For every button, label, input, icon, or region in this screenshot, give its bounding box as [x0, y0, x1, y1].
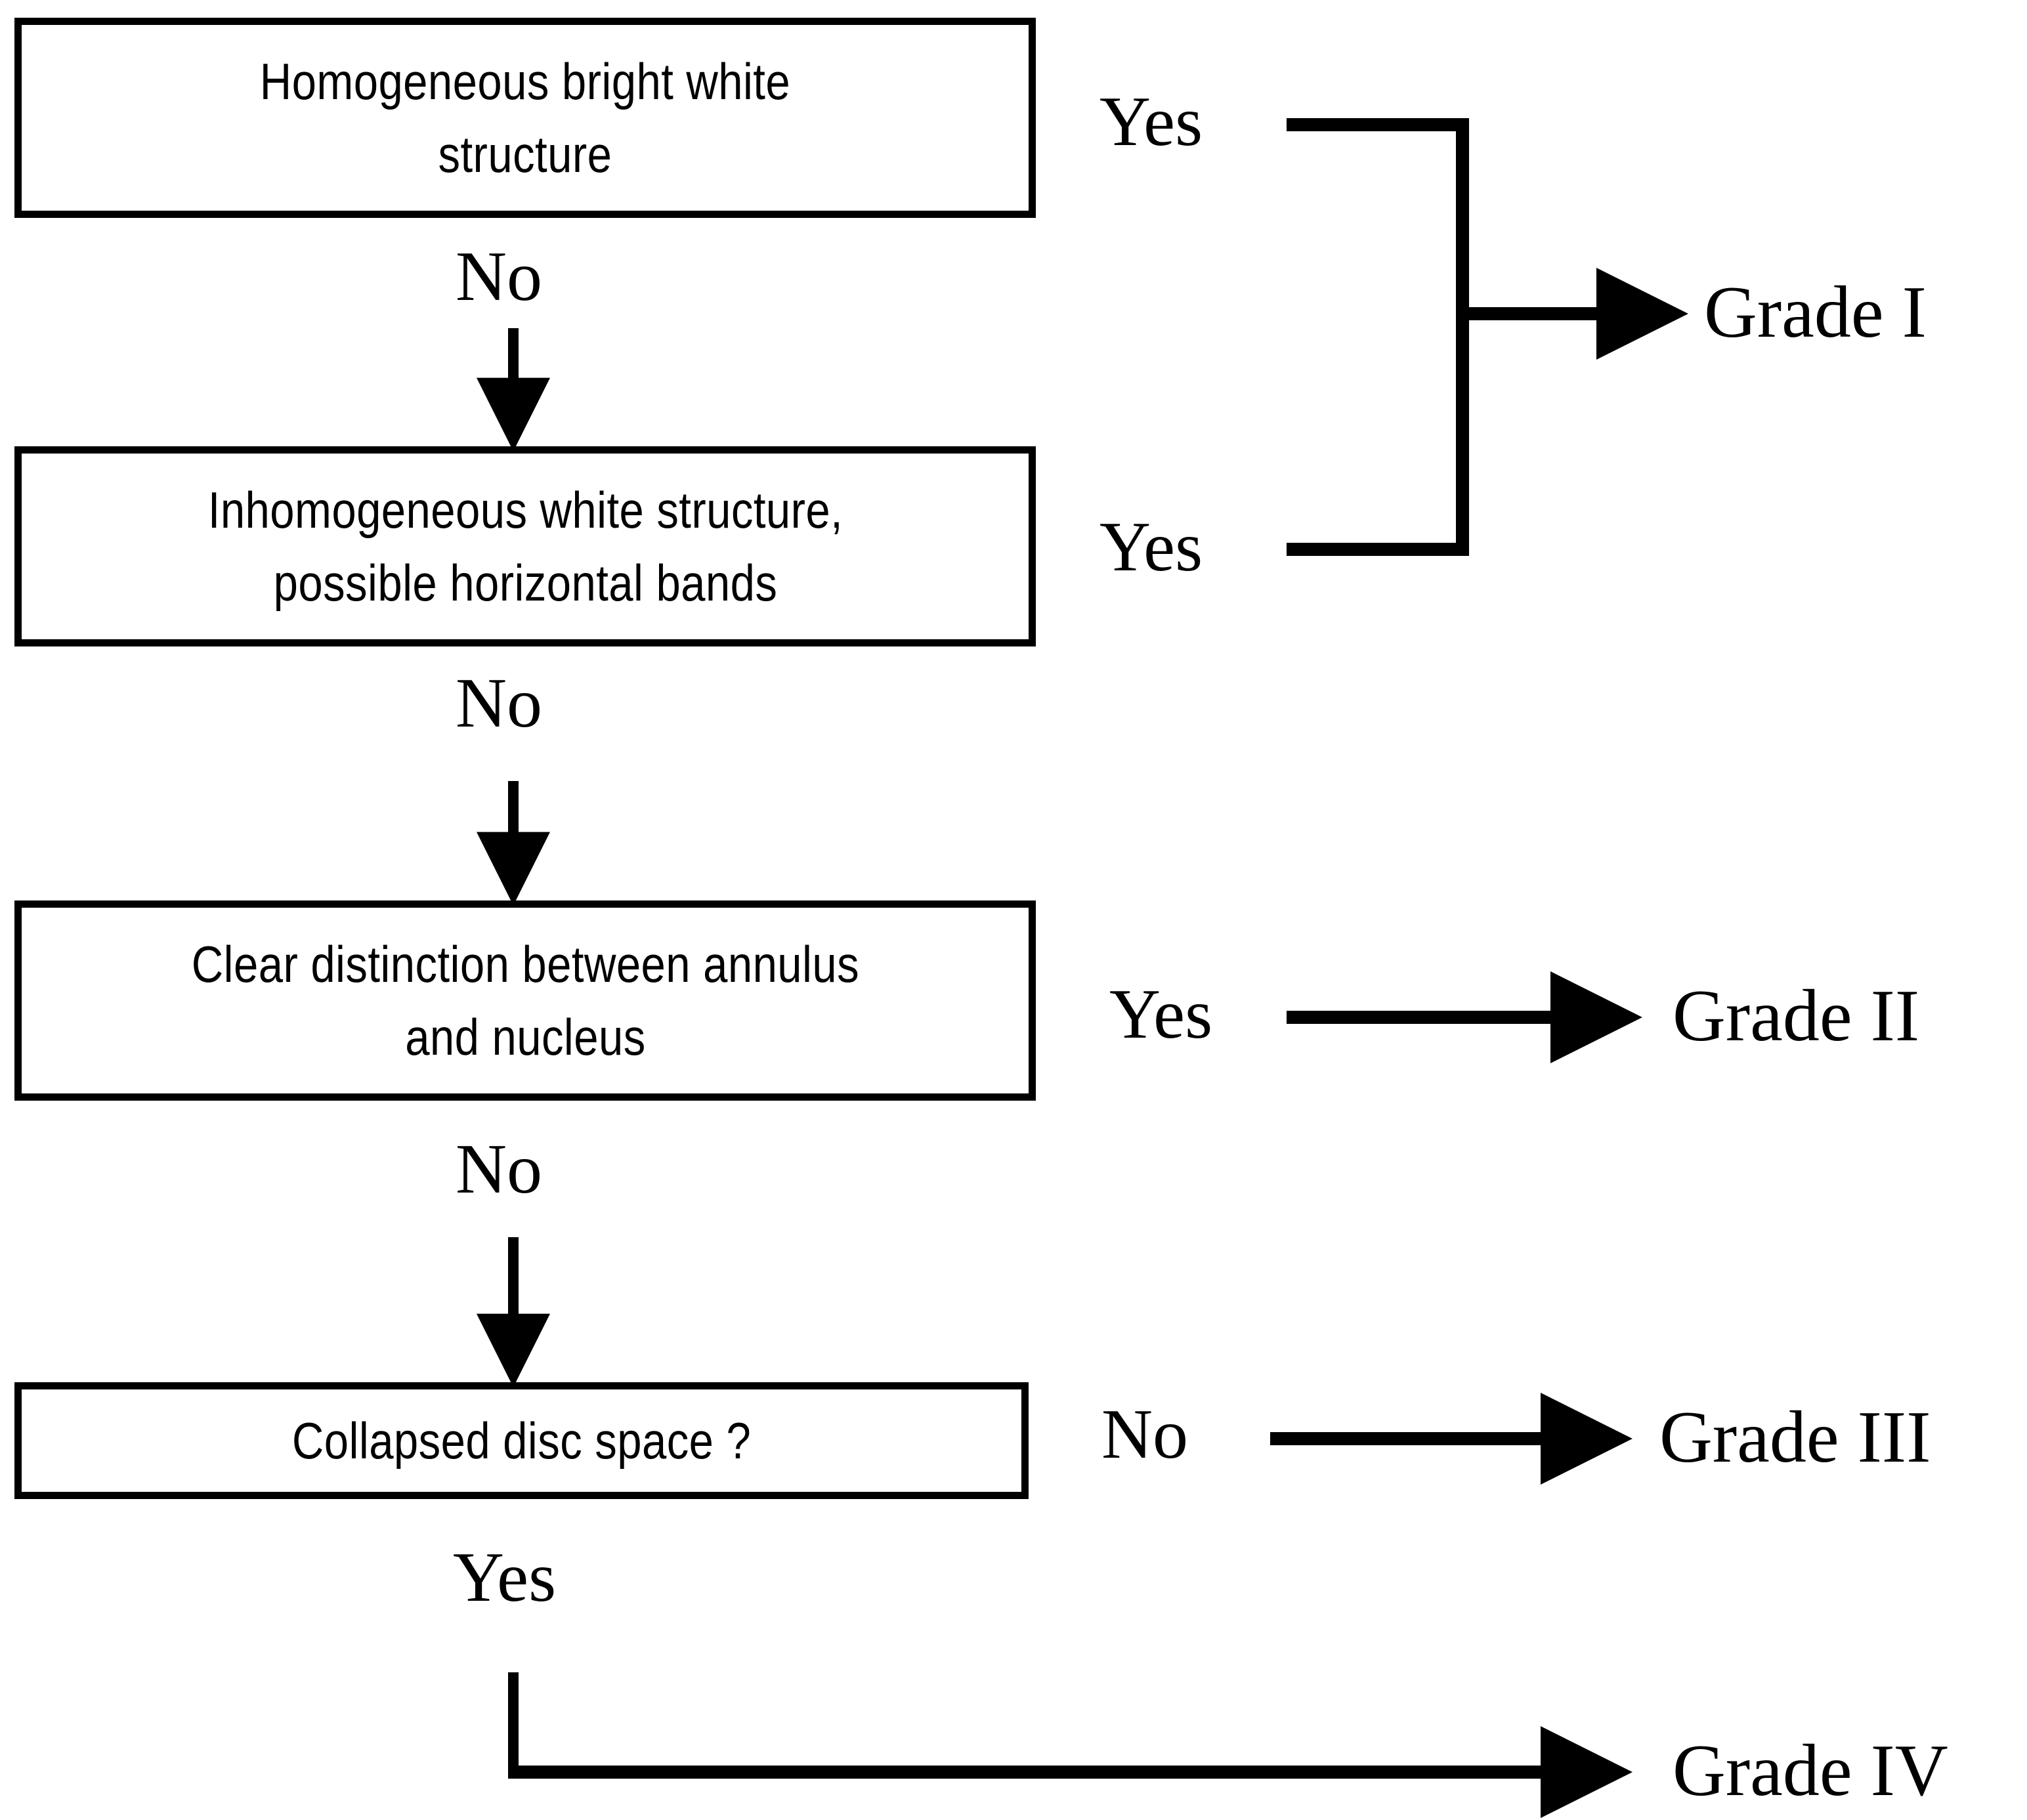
- edge-label-yes-4: Yes: [453, 1538, 557, 1617]
- decision-box-inhomogeneous-white[interactable]: Inhomogeneous white structure, possible …: [14, 446, 1036, 646]
- decision-box-3-label: Clear distinction between annulus and nu…: [191, 935, 859, 1066]
- connector-yes-box2: [1287, 314, 1469, 556]
- decision-box-annulus-nucleus-distinction[interactable]: Clear distinction between annulus and nu…: [14, 900, 1036, 1101]
- edge-label-no-4: No: [1101, 1395, 1188, 1473]
- edge-label-yes-2: Yes: [1099, 508, 1203, 586]
- outcome-grade-4: Grade IV: [1673, 1730, 1948, 1811]
- edge-label-no-3: No: [456, 1130, 542, 1208]
- outcome-grade-3: Grade III: [1659, 1397, 1931, 1478]
- connector-yes-box1: [1287, 118, 1469, 314]
- edge-label-yes-3: Yes: [1109, 975, 1213, 1053]
- decision-box-homogeneous-bright-white[interactable]: Homogeneous bright white structure: [14, 18, 1036, 218]
- decision-box-1-label: Homogeneous bright white structure: [259, 52, 791, 183]
- decision-box-2-label: Inhomogeneous white structure, possible …: [207, 480, 843, 612]
- outcome-grade-2: Grade II: [1673, 975, 1920, 1057]
- outcome-grade-1: Grade I: [1704, 272, 1927, 353]
- edge-label-no-2: No: [456, 664, 542, 742]
- edge-label-no-1: No: [456, 238, 542, 316]
- edge-label-yes-1: Yes: [1099, 83, 1203, 161]
- decision-box-4-label: Collapsed disc space ?: [291, 1411, 752, 1470]
- decision-box-collapsed-disc-space[interactable]: Collapsed disc space ?: [14, 1382, 1029, 1499]
